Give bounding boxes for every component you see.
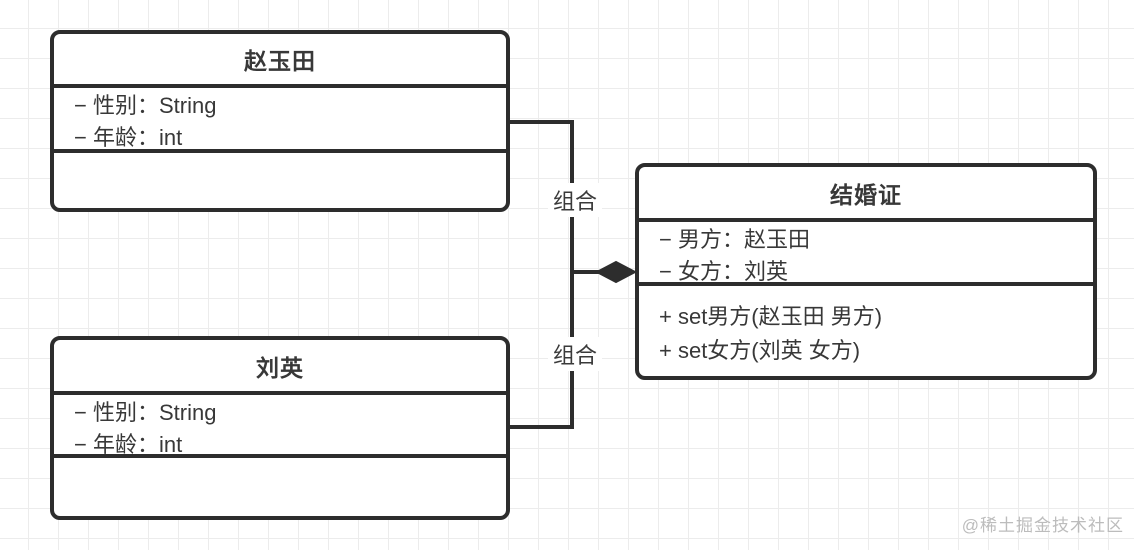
- attribute-line: − 性别：String: [74, 93, 217, 118]
- composition-diamond-icon: [594, 260, 638, 284]
- attribute-line: − 性别：String: [74, 400, 217, 425]
- attribute-line: − 年龄：int: [74, 432, 183, 457]
- attribute-line: − 男方：赵玉田: [659, 227, 810, 252]
- edge-path: [510, 120, 574, 429]
- class-attributes: − 男方：赵玉田 − 女方：刘英: [639, 222, 1093, 286]
- method-line: + set女方(刘英 女方): [659, 338, 861, 363]
- relation-label: 组合: [547, 337, 603, 371]
- class-methods-empty: [54, 153, 506, 208]
- class-node-liuying: 刘英 − 性别：String − 年龄：int: [50, 336, 510, 520]
- class-attributes: − 性别：String − 年龄：int: [54, 395, 506, 458]
- class-title: 赵玉田: [54, 34, 506, 88]
- class-methods-empty: [54, 458, 506, 516]
- class-attributes: − 性别：String − 年龄：int: [54, 88, 506, 153]
- class-methods: + set男方(赵玉田 男方) + set女方(刘英 女方): [639, 286, 1093, 376]
- method-line: + set男方(赵玉田 男方): [659, 304, 883, 329]
- class-title: 结婚证: [639, 167, 1093, 222]
- attribute-line: − 年龄：int: [74, 125, 183, 150]
- relation-label: 组合: [547, 183, 603, 217]
- class-node-zhaoyutian: 赵玉田 − 性别：String − 年龄：int: [50, 30, 510, 212]
- class-title: 刘英: [54, 340, 506, 395]
- watermark-text: @稀土掘金技术社区: [961, 516, 1124, 535]
- attribute-line: − 女方：刘英: [659, 259, 788, 284]
- class-node-jiehunzheng: 结婚证 − 男方：赵玉田 − 女方：刘英 + set男方(赵玉田 男方) + s…: [635, 163, 1097, 380]
